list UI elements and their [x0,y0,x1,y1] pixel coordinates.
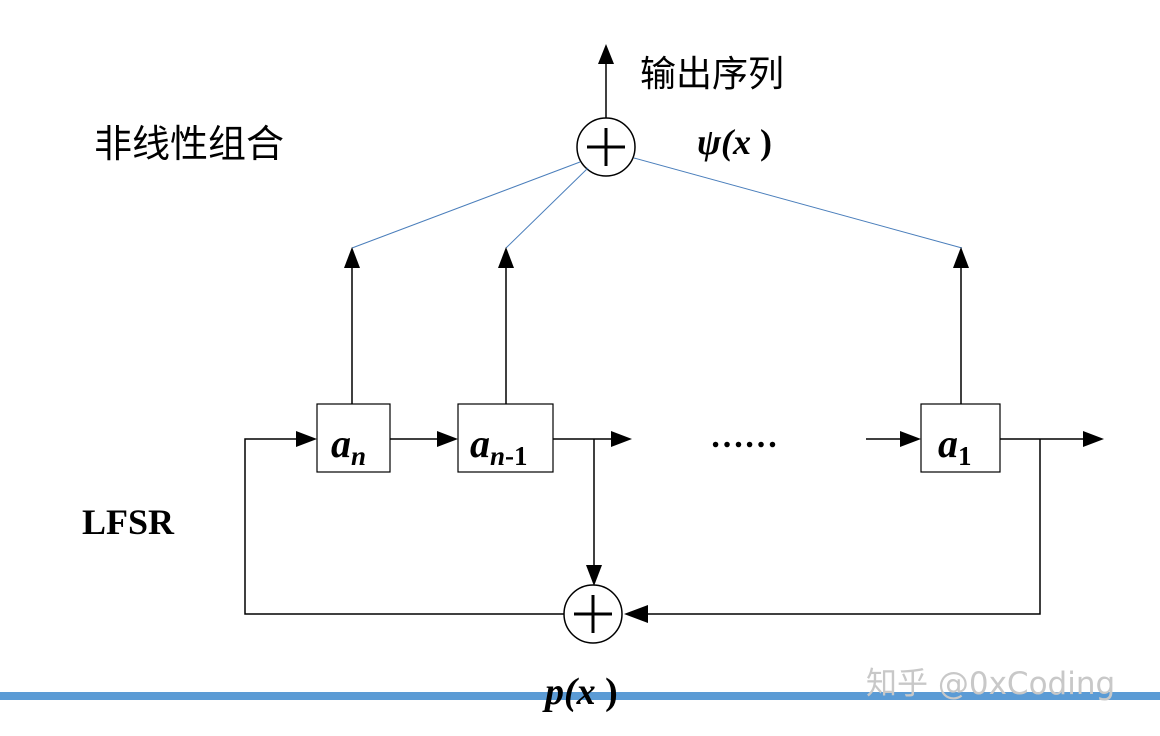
psi-function-label: ψ(x ) [697,122,772,162]
feedback-arrowhead-a1 [624,605,648,623]
combination-line-1 [351,161,581,249]
tap-arrowhead-an-1 [498,247,514,268]
nonlinear-combination-label: 非线性组合 [94,122,284,166]
watermark: 知乎 @0xCoding [866,666,1115,702]
combination-line-2 [505,167,589,249]
feedback-line-a1 [648,439,1041,615]
register-box-an-1 [457,403,554,473]
bottom-bar [0,692,1160,700]
feedback-poly-label: p(x ) [542,671,618,713]
shift-arrowhead-an-1-out [611,431,632,447]
shift-arrowhead-into-a1 [900,431,921,447]
register-box-an [316,403,391,473]
tap-arrowhead-a1 [953,247,969,268]
feedback-xor-node [563,584,623,644]
register-label-an: an [331,421,366,471]
register-label-a1: a1 [938,421,972,471]
output-arrowhead-a1 [1083,431,1104,447]
combination-line-3 [633,157,963,249]
shift-arrowhead-an-to-an-1 [437,431,458,447]
tap-arrowhead-an [344,247,360,268]
feedback-loop-arrowhead [296,431,317,447]
combination-xor-node [576,117,636,177]
register-ellipsis: …… [710,418,778,455]
register-label-an-1: an-1 [470,421,528,471]
feedback-tap-arrowhead [586,565,602,586]
register-box-a1 [920,403,1001,473]
output-sequence-label: 输出序列 [640,54,784,95]
lfsr-label: LFSR [82,502,175,542]
feedback-loop-line [244,438,564,615]
output-arrowhead [598,44,614,64]
